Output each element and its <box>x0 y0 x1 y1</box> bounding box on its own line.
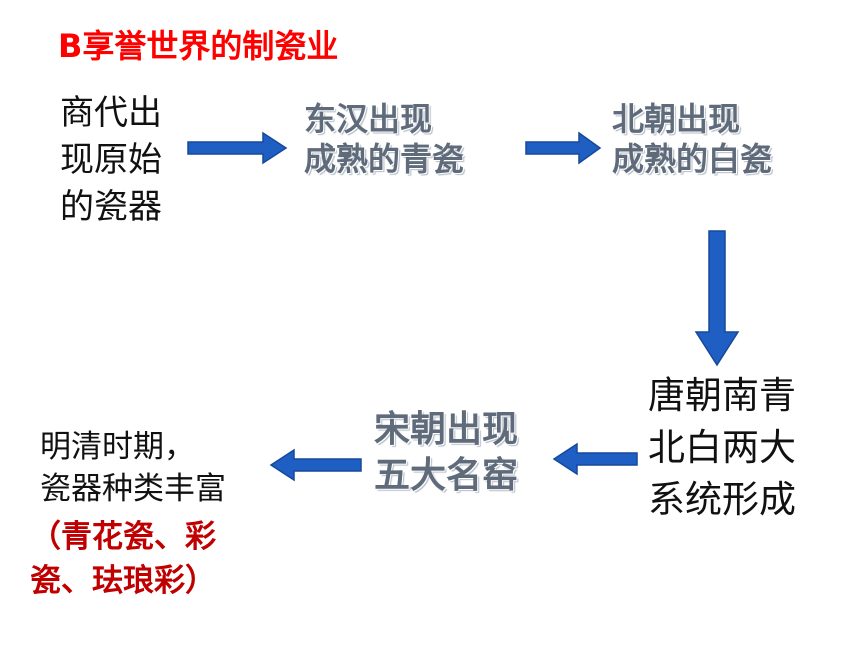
node-tang: 唐朝南青 北白两大 系统形成 <box>648 370 796 526</box>
node-shang-line-1: 商代出 <box>60 93 162 133</box>
node-beichao-line-2: 成熟的白瓷 <box>612 140 773 178</box>
node-mingqing-note: （青花瓷、彩 瓷、珐琅彩） <box>30 515 216 603</box>
node-mingqing-note-line-2: 瓷、珐琅彩） <box>30 563 216 599</box>
node-mingqing-note-line-1: （青花瓷、彩 <box>30 519 216 555</box>
arrow-shang-to-donghan <box>187 131 288 165</box>
node-beichao-line-1: 北朝出现 <box>612 100 741 138</box>
node-mingqing-line-1: 明清时期， <box>40 429 195 465</box>
node-donghan: 东汉出现 成熟的青瓷 <box>304 99 464 179</box>
node-donghan-line-1: 东汉出现 <box>304 100 433 138</box>
arrow-donghan-to-beichao <box>525 131 602 165</box>
node-song: 宋朝出现 五大名窑 <box>374 407 518 499</box>
arrow-tang-to-song <box>552 442 638 476</box>
node-song-line-2: 五大名窑 <box>374 455 519 496</box>
node-tang-line-3: 系统形成 <box>648 478 796 521</box>
node-song-line-1: 宋朝出现 <box>374 409 519 450</box>
slide-title: B享誉世界的制瓷业 <box>58 27 339 65</box>
node-tang-line-1: 唐朝南青 <box>648 374 796 417</box>
node-tang-line-2: 北白两大 <box>648 426 796 469</box>
node-donghan-line-2: 成熟的青瓷 <box>304 140 465 178</box>
arrow-song-to-mingqing <box>269 448 362 482</box>
node-mingqing: 明清时期， 瓷器种类丰富 <box>40 426 226 510</box>
node-shang: 商代出 现原始 的瓷器 <box>60 90 162 231</box>
node-shang-line-2: 现原始 <box>60 140 162 180</box>
node-beichao: 北朝出现 成熟的白瓷 <box>612 99 772 179</box>
node-mingqing-line-2: 瓷器种类丰富 <box>40 471 226 507</box>
node-shang-line-3: 的瓷器 <box>60 187 162 227</box>
arrow-beichao-to-tang <box>694 230 740 367</box>
